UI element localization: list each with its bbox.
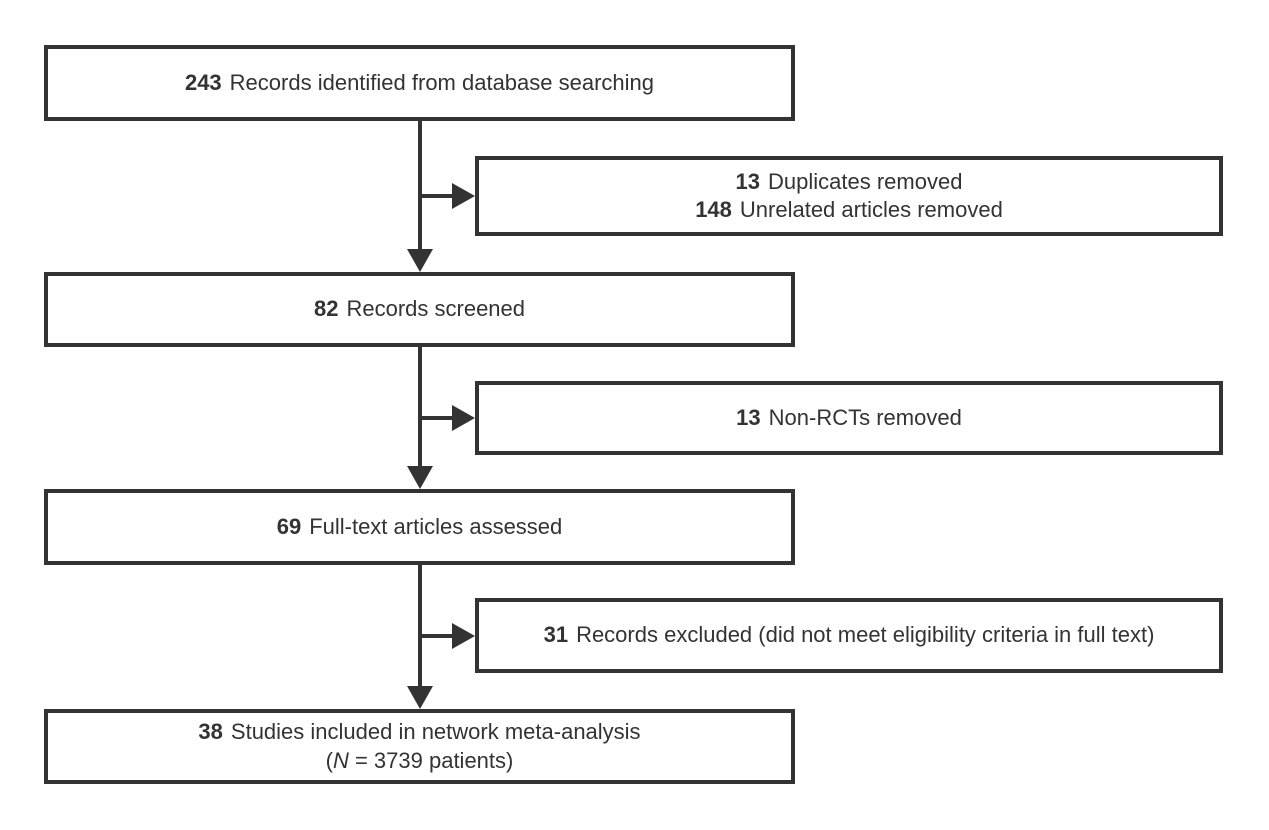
label-records-screened: Records screened [346,296,526,322]
arrow-right-icon [452,623,475,649]
subline-n-symbol: N [332,747,349,773]
count-duplicates-removed: 13 [735,168,761,194]
box-fulltext-assessed: 69 Full-text articles assessed [44,489,795,565]
arrow-down-icon [407,686,433,709]
count-records-excluded: 31 [543,622,569,648]
count-records-screened: 82 [313,296,339,322]
box-text-line: 69 Full-text articles assessed [277,513,563,541]
box-text-line: 82 Records screened [314,295,525,323]
branch-line-to-nonrcts [420,416,458,420]
label-records-identified: Records identified from database searchi… [229,69,655,95]
box-text-line: 13 Duplicates removed [736,168,963,196]
arrow-down-icon [407,466,433,489]
label-fulltext-assessed: Full-text articles assessed [309,513,563,539]
connector-screened-to-fulltext [418,347,422,468]
box-text-line: 31 Records excluded (did not meet eligibi… [544,621,1155,649]
arrow-down-icon [407,249,433,272]
box-records-identified: 243 Records identified from database sear… [44,45,795,121]
branch-line-to-excluded [420,634,458,638]
box-duplicates-unrelated-removed: 13 Duplicates removed 148 Unrelated articl… [475,156,1223,236]
box-studies-included: 38 Studies included in network meta-analy… [44,709,795,784]
box-text-line: 243 Records identified from database sear… [185,69,654,97]
label-nonrcts-removed: Non-RCTs removed [768,404,962,430]
connector-identified-to-screened [418,121,422,252]
box-text-subline: (N = 3739 patients) [326,747,514,775]
connector-fulltext-to-included [418,564,422,688]
subline-patients: = 3739 patients) [348,747,514,773]
count-records-identified: 243 [184,69,222,95]
box-text-line: 148 Unrelated articles removed [695,196,1003,224]
count-fulltext-assessed: 69 [276,513,302,539]
label-unrelated-removed: Unrelated articles removed [739,197,1003,222]
box-records-screened: 82 Records screened [44,272,795,347]
label-duplicates-removed: Duplicates removed [768,168,963,194]
branch-line-to-duplicates [420,194,458,198]
box-text-line: 13 Non-RCTs removed [736,404,962,432]
subline-open-paren: ( [325,747,333,773]
box-text-line: 38 Studies included in network meta-analy… [198,718,640,746]
count-studies-included: 38 [198,719,223,745]
count-unrelated-removed: 148 [695,197,732,222]
box-nonrcts-removed: 13 Non-RCTs removed [475,381,1223,455]
label-records-excluded: Records excluded (did not meet eligibili… [576,622,1155,648]
count-nonrcts-removed: 13 [736,404,761,430]
label-studies-included: Studies included in network meta-analysi… [230,719,641,745]
box-records-excluded: 31 Records excluded (did not meet eligibi… [475,598,1223,673]
arrow-right-icon [452,405,475,431]
arrow-right-icon [452,183,475,209]
